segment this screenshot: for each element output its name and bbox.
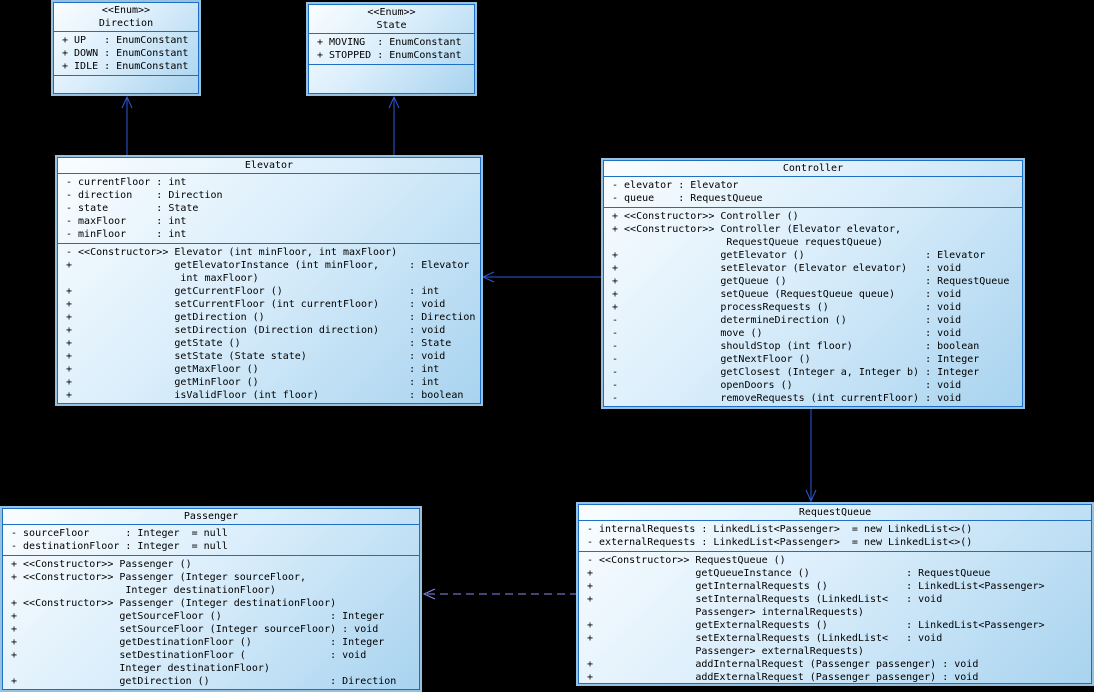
attributes-compartment: - elevator : Elevator - queue : RequestQ… [604, 177, 1022, 208]
arrowhead-icon [422, 588, 436, 600]
class-box-passenger[interactable]: Passenger - sourceFloor : Integer = null… [2, 508, 420, 690]
class-box-direction[interactable]: <<Enum>> Direction + UP : EnumConstant + … [53, 2, 199, 94]
class-title: Controller [604, 161, 1022, 177]
attributes-compartment: - sourceFloor : Integer = null - destina… [3, 525, 419, 556]
attributes-compartment: + MOVING : EnumConstant + STOPPED : Enum… [309, 34, 474, 65]
attributes-compartment: - currentFloor : int - direction : Direc… [58, 174, 480, 244]
attributes-compartment: + UP : EnumConstant + DOWN : EnumConstan… [54, 32, 198, 76]
association-elevator-to-direction[interactable] [121, 95, 133, 157]
arrowhead-icon [481, 271, 495, 283]
class-title: Elevator [58, 158, 480, 174]
stereotype-label: <<Enum>> [367, 7, 416, 18]
class-title: State [376, 20, 407, 31]
dependency-requestqueue-to-passenger[interactable] [422, 588, 578, 600]
operations-compartment: - <<Constructor>> Elevator (int minFloor… [66, 247, 476, 401]
class-box-requestqueue[interactable]: RequestQueue - internalRequests : Linked… [578, 504, 1092, 684]
class-title: Passenger [3, 509, 419, 525]
operations-compartment: + <<Constructor>> Passenger () + <<Const… [11, 559, 397, 687]
arrowhead-icon [805, 489, 817, 503]
class-box-controller[interactable]: Controller - elevator : Elevator - queue… [603, 160, 1023, 407]
operations-compartment: - <<Constructor>> RequestQueue () + getQ… [587, 555, 1045, 683]
operations-compartment [54, 76, 198, 93]
arrowhead-icon [388, 95, 400, 109]
stereotype-label: <<Enum>> [101, 5, 151, 16]
association-elevator-to-state[interactable] [388, 95, 400, 157]
association-controller-to-requestqueue[interactable] [805, 407, 817, 503]
class-header-state: <<Enum>> State [309, 5, 474, 34]
arrowhead-icon [121, 95, 133, 109]
class-box-elevator[interactable]: Elevator - currentFloor : int - directio… [57, 157, 481, 404]
class-title: Direction [98, 18, 154, 29]
class-title: RequestQueue [579, 505, 1091, 521]
class-box-state[interactable]: <<Enum>> State + MOVING : EnumConstant + … [308, 4, 475, 94]
operations-compartment [309, 65, 474, 93]
operations-compartment: + <<Constructor>> Controller () + <<Cons… [612, 211, 1010, 404]
class-header-direction: <<Enum>> Direction [54, 3, 198, 32]
attributes-compartment: - internalRequests : LinkedList<Passenge… [579, 521, 1091, 552]
association-controller-to-elevator[interactable] [481, 271, 603, 283]
